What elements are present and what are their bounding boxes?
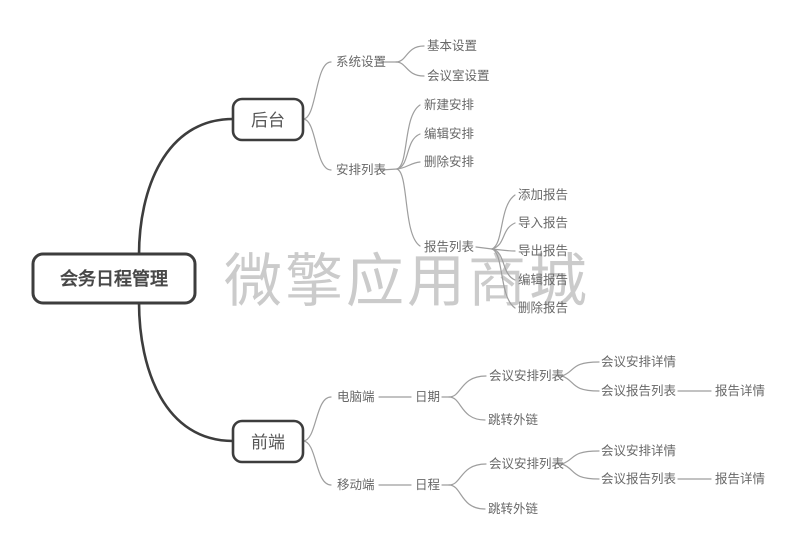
line-mobile-meeting-detail (561, 450, 600, 465)
node-mobile-report-detail[interactable]: 报告详情 (715, 471, 765, 486)
node-pc-external-link[interactable]: 跳转外链 (488, 412, 539, 427)
line-mobile-report-list (561, 463, 600, 480)
node-mobile-external-link[interactable]: 跳转外链 (488, 501, 539, 516)
line-report-list-stub (475, 246, 493, 250)
line-backend-system-settings (302, 61, 332, 120)
line-schedule-new (396, 104, 421, 170)
line-report-import (491, 222, 516, 250)
node-delete-report[interactable]: 删除报告 (518, 300, 568, 315)
line-pc-report-list (561, 375, 600, 392)
line-backend-schedule-list (302, 118, 332, 171)
node-basic-settings[interactable]: 基本设置 (427, 38, 477, 53)
line-schedule-edit (396, 133, 421, 170)
node-mobile-meeting-schedule-detail[interactable]: 会议安排详情 (601, 443, 676, 458)
node-pc-meeting-schedule-detail[interactable]: 会议安排详情 (601, 354, 676, 369)
node-delete-schedule[interactable]: 删除安排 (424, 154, 475, 169)
node-add-report[interactable]: 添加报告 (518, 187, 568, 202)
node-pc-meeting-schedule-list[interactable]: 会议安排列表 (489, 368, 565, 383)
trunk-curve-backend (137, 117, 235, 257)
node-date[interactable]: 日期 (415, 390, 440, 404)
line-schedule-report-list (396, 168, 421, 247)
root-node-label[interactable]: 会务日程管理 (60, 268, 168, 289)
line-date-external-link (448, 396, 486, 421)
node-system-settings[interactable]: 系统设置 (336, 54, 386, 69)
line-report-delete (491, 248, 516, 309)
node-edit-schedule[interactable]: 编辑安排 (424, 126, 475, 141)
node-meeting-room-settings[interactable]: 会议室设置 (427, 68, 490, 83)
line-schedule-delete (396, 161, 421, 170)
line-schedule-external-link (448, 484, 486, 510)
node-import-report[interactable]: 导入报告 (518, 215, 568, 230)
backend-node-label[interactable]: 后台 (251, 111, 285, 130)
node-report-list[interactable]: 报告列表 (424, 239, 475, 254)
node-pc-meeting-report-list[interactable]: 会议报告列表 (601, 383, 677, 398)
trunk-curve-frontend (137, 300, 235, 443)
node-pc-client[interactable]: 电脑端 (337, 390, 375, 404)
node-mobile-meeting-schedule-list[interactable]: 会议安排列表 (489, 456, 565, 471)
line-system-room-settings (395, 61, 425, 77)
node-agenda[interactable]: 日程 (415, 477, 441, 492)
line-date-meeting-list (448, 375, 487, 398)
node-export-report[interactable]: 导出报告 (518, 243, 568, 258)
line-report-add (491, 194, 516, 250)
line-pc-meeting-detail (561, 361, 600, 377)
node-new-schedule[interactable]: 新建安排 (424, 97, 475, 112)
node-schedule-list[interactable]: 安排列表 (336, 162, 387, 177)
frontend-node-box[interactable] (231, 419, 305, 464)
line-frontend-mobile (302, 440, 332, 486)
root-node-box[interactable] (31, 252, 197, 305)
line-system-basic-settings (395, 45, 425, 63)
line-frontend-pc (302, 396, 332, 442)
node-pc-report-detail[interactable]: 报告详情 (715, 383, 765, 398)
line-schedule-list-stub (380, 168, 398, 171)
line-schedule-meeting-list (448, 463, 487, 486)
backend-node-box[interactable] (231, 97, 305, 142)
node-edit-report[interactable]: 编辑报告 (518, 272, 568, 287)
node-mobile-meeting-report-list[interactable]: 会议报告列表 (601, 471, 677, 486)
watermark-text: 微擎应用商城 (224, 249, 590, 314)
frontend-node-label[interactable]: 前端 (251, 433, 285, 452)
node-mobile-client[interactable]: 移动端 (337, 478, 375, 492)
